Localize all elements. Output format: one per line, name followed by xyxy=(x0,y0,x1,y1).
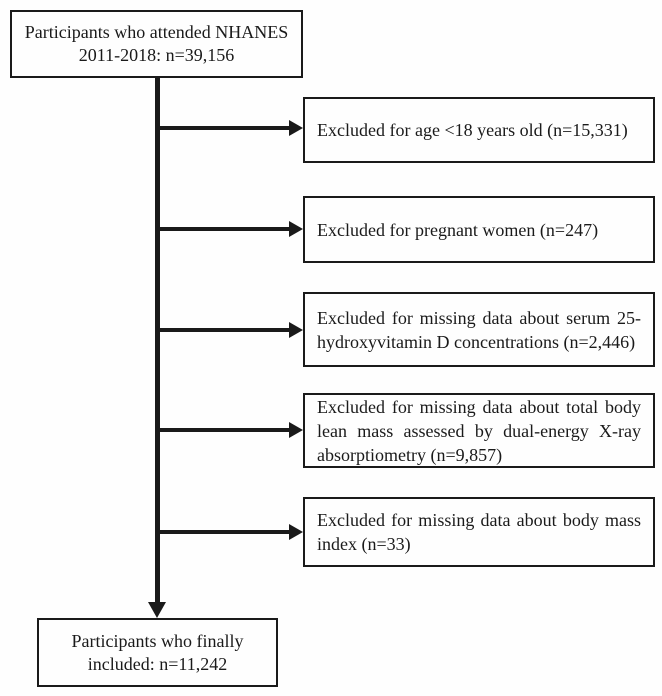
branch-line-4 xyxy=(157,428,289,432)
right-arrowhead-icon-3 xyxy=(289,322,303,338)
end-box-line1: Participants who finally xyxy=(71,630,244,651)
right-arrowhead-icon-2 xyxy=(289,221,303,237)
end-box-line2: included: n=11,242 xyxy=(87,653,228,674)
exclusion-text-bmi: Excluded for missing data about body mas… xyxy=(317,510,641,554)
right-arrowhead-icon-1 xyxy=(289,120,303,136)
start-box-line1: Participants who attended NHANES xyxy=(24,22,289,42)
branch-line-2 xyxy=(157,227,289,231)
exclusion-box-vitamin-d: Excluded for missing data about serum 25… xyxy=(303,292,655,367)
exclusion-text-vitamin-d: Excluded for missing data about serum 25… xyxy=(317,307,641,352)
exclusion-box-age: Excluded for age <18 years old (n=15,331… xyxy=(303,97,655,163)
main-flow-line xyxy=(155,78,160,604)
exclusion-text-pregnant: Excluded for pregnant women (n=247) xyxy=(317,219,599,240)
right-arrowhead-icon-5 xyxy=(289,524,303,540)
branch-line-3 xyxy=(157,328,289,332)
end-box: Participants who finally included: n=11,… xyxy=(37,618,278,687)
start-box-line2: 2011-2018: n=39,156 xyxy=(78,45,235,65)
right-arrowhead-icon-4 xyxy=(289,422,303,438)
exclusion-box-bmi: Excluded for missing data about body mas… xyxy=(303,497,655,567)
exclusion-text-lean-mass: Excluded for missing data about total bo… xyxy=(317,396,641,465)
exclusion-text-age: Excluded for age <18 years old (n=15,331… xyxy=(317,120,628,140)
branch-line-1 xyxy=(157,126,289,130)
branch-line-5 xyxy=(157,530,289,534)
exclusion-box-lean-mass: Excluded for missing data about total bo… xyxy=(303,393,655,468)
start-box: Participants who attended NHANES 2011-20… xyxy=(10,10,303,78)
down-arrowhead-icon xyxy=(148,602,166,618)
exclusion-box-pregnant: Excluded for pregnant women (n=247) xyxy=(303,196,655,263)
